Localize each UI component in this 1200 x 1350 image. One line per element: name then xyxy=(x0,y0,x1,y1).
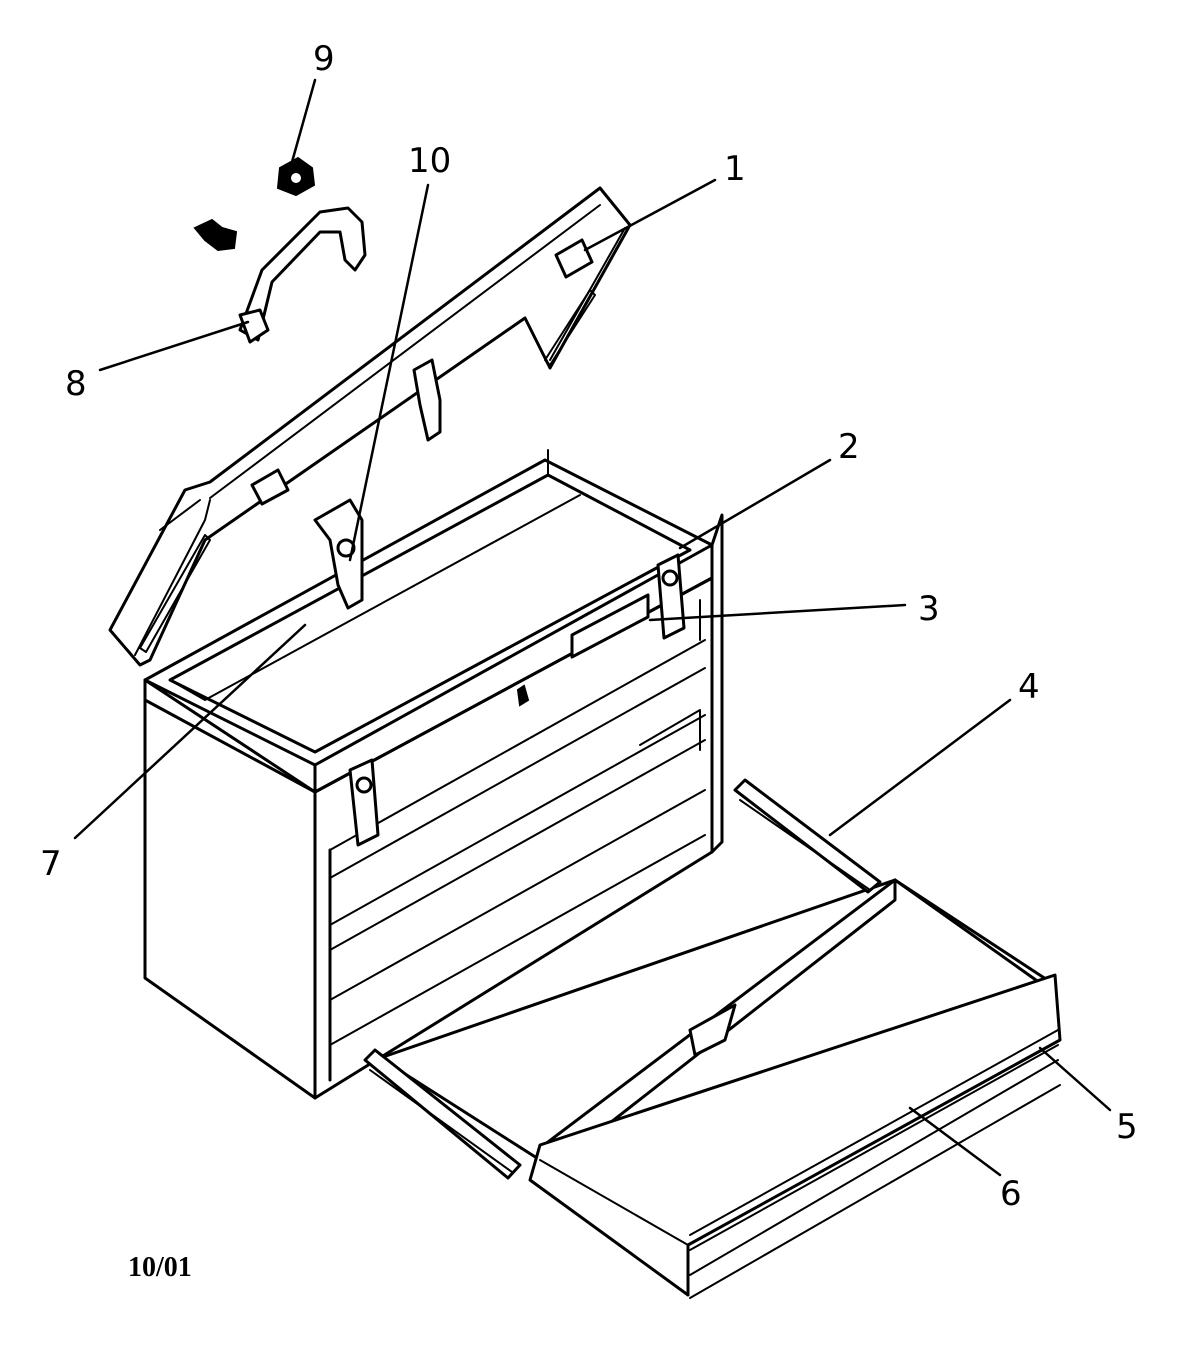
leader-9 xyxy=(290,78,317,164)
leader-1 xyxy=(583,178,717,252)
lid-left-stay xyxy=(139,534,211,653)
leader-3 xyxy=(648,603,907,622)
latch-lid-front xyxy=(313,498,364,610)
callout-10: 10 xyxy=(408,141,451,181)
callout-1: 1 xyxy=(724,149,746,189)
drawer-slot-3 xyxy=(329,789,706,1046)
drawer-slide-right xyxy=(733,778,882,894)
callout-4: 4 xyxy=(1018,667,1040,707)
leader-7 xyxy=(73,623,307,840)
callout-labels: 1 2 3 4 5 6 7 8 9 10 xyxy=(40,39,1138,1214)
callout-3: 3 xyxy=(918,589,940,629)
loose-parts xyxy=(193,156,367,344)
drawer-divider-tab xyxy=(688,1003,737,1057)
drawer xyxy=(363,778,1062,1299)
latches xyxy=(313,498,686,847)
callout-8: 8 xyxy=(65,364,87,404)
leader-4 xyxy=(828,698,1012,837)
screw xyxy=(193,218,238,252)
drawer-slot-2 xyxy=(329,714,706,951)
drawer-slot-1 xyxy=(329,639,706,879)
callout-9: 9 xyxy=(313,39,335,79)
top-tray-opening xyxy=(168,473,692,754)
handle-bracket-left xyxy=(250,468,290,506)
handle-bracket-right xyxy=(554,238,594,279)
callout-7: 7 xyxy=(40,844,62,884)
leader-6 xyxy=(908,1106,1002,1177)
date-code: 10/01 xyxy=(128,1252,192,1283)
chest-body xyxy=(143,449,724,1100)
callout-5: 5 xyxy=(1116,1107,1138,1147)
leader-8 xyxy=(98,320,250,372)
leader-5 xyxy=(1038,1046,1112,1112)
name-plate xyxy=(570,593,650,659)
latch-right-front xyxy=(656,553,686,640)
callout-2: 2 xyxy=(838,427,860,467)
keyhole xyxy=(516,684,530,707)
lid-right-stay xyxy=(544,289,596,366)
lid-hasp xyxy=(412,358,442,442)
chest-lid xyxy=(108,186,632,667)
drawer-slide-left xyxy=(363,1048,522,1180)
leader-2 xyxy=(678,458,832,550)
leader-10 xyxy=(348,183,430,562)
callout-6: 6 xyxy=(1000,1174,1022,1214)
drawer-pull xyxy=(689,1029,1059,1251)
leader-lines xyxy=(73,78,1112,1177)
